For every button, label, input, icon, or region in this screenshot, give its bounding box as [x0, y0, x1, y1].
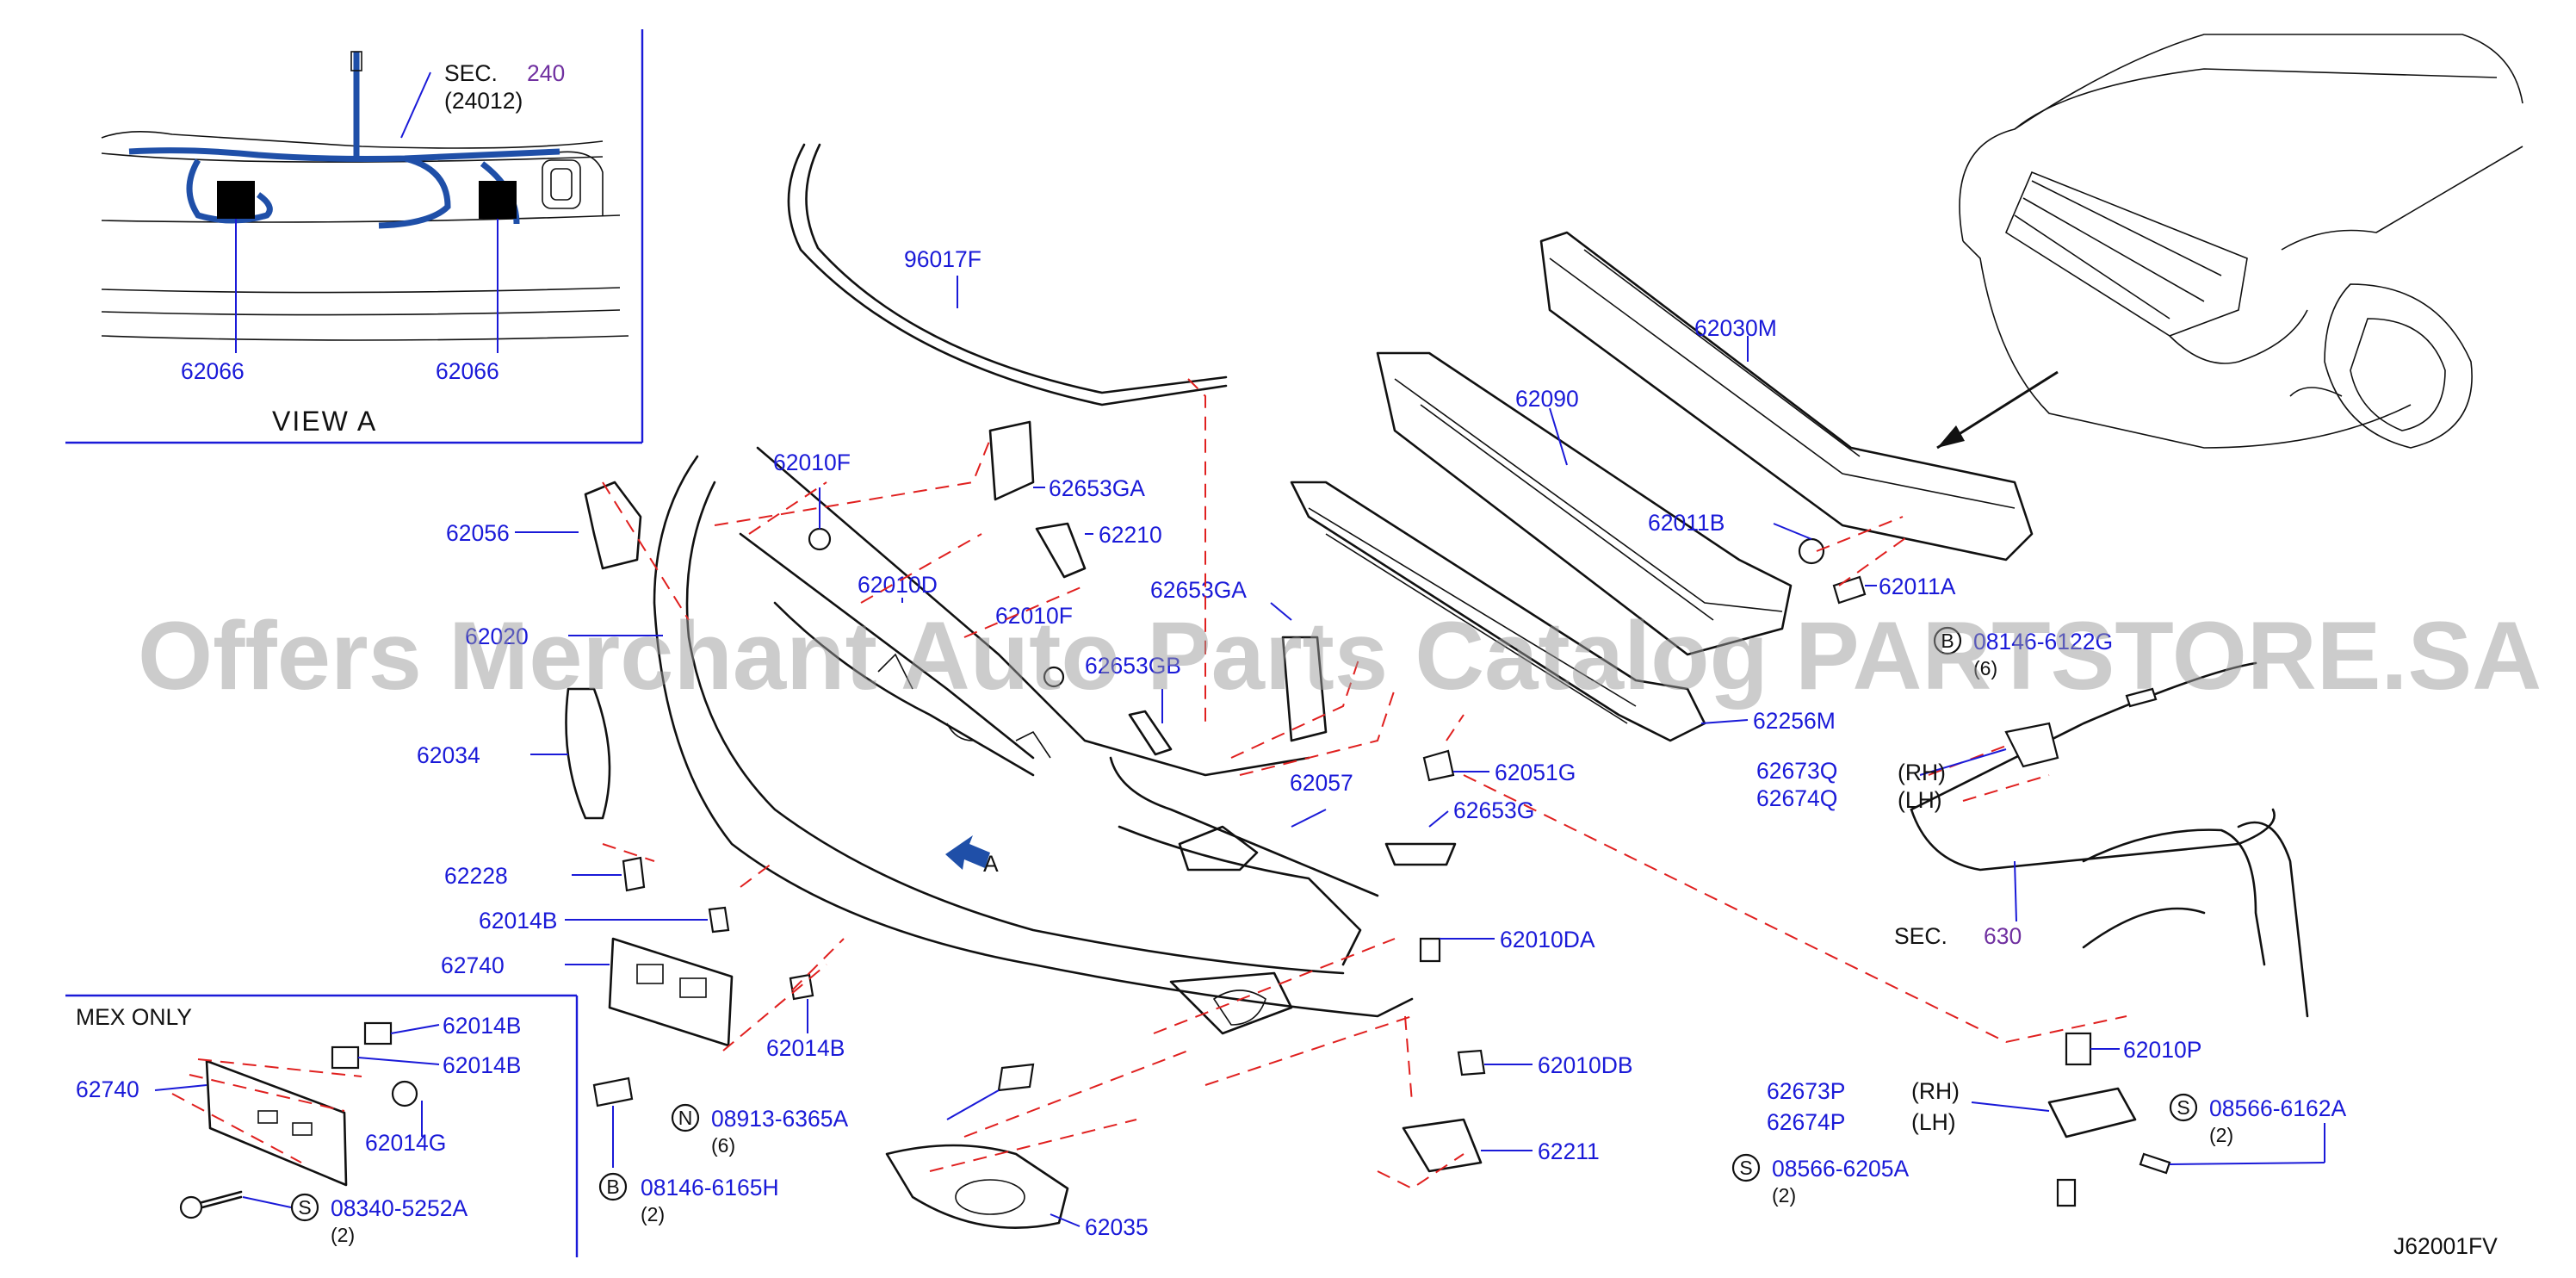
label-62011a: 62011A — [1879, 574, 1956, 599]
label-62673q: 62673Q — [1756, 758, 1837, 784]
mex-bolt-qty: (2) — [331, 1224, 355, 1246]
label-sec630: SEC. — [1894, 923, 1947, 949]
part-bumper-fascia: 62020 A — [465, 446, 1414, 1035]
label-62057: 62057 — [1290, 770, 1353, 796]
label-lh-p: (LH) — [1911, 1109, 1956, 1135]
label-62010p: 62010P — [2123, 1037, 2201, 1063]
part-upper-clips: 62010F 62653GA 62210 62010D 62010F 62653… — [773, 420, 1328, 756]
label-lh-q: (LH) — [1898, 787, 1942, 813]
label-62030m: 62030M — [1694, 315, 1777, 341]
view-a-caption: VIEW A — [272, 406, 377, 437]
label-62056: 62056 — [446, 520, 510, 546]
label-62740: 62740 — [441, 952, 505, 978]
label-62034: 62034 — [417, 742, 480, 768]
label-s-right-code: 08566-6162A — [2209, 1095, 2346, 1121]
label-62010d: 62010D — [858, 572, 938, 598]
mex-bolt-code: 08340-5252A — [331, 1195, 468, 1221]
callout-b-top: B 08146-6122G (6) — [1933, 626, 2113, 679]
label-n-qty: (6) — [711, 1134, 735, 1157]
label-b-bot-qty: (2) — [641, 1203, 665, 1225]
label-96017f: 96017F — [904, 246, 981, 272]
assembly-guides — [602, 378, 2127, 1190]
label-s-right-qty: (2) — [2209, 1124, 2233, 1146]
part-62090: 62090 — [1376, 351, 1793, 656]
label-62014b-2: 62014B — [766, 1035, 845, 1061]
svg-text:B: B — [1941, 630, 1954, 652]
label-rh-p: (RH) — [1911, 1078, 1960, 1104]
label-sec630-num: 630 — [1984, 923, 2022, 949]
label-b-top-qty: (6) — [1973, 657, 1997, 679]
svg-text:B: B — [606, 1176, 619, 1198]
sensor-right — [479, 181, 517, 219]
label-62210: 62210 — [1099, 522, 1162, 548]
label-62653g: 62653G — [1453, 797, 1534, 823]
label-62035: 62035 — [1085, 1214, 1149, 1240]
part-62011: 62011B 62011A — [1648, 510, 1956, 605]
label-62090: 62090 — [1515, 386, 1579, 412]
label-62020: 62020 — [465, 623, 529, 649]
label-62014b: 62014B — [479, 908, 557, 934]
view-a-left-62066: 62066 — [181, 358, 245, 384]
label-62010db: 62010DB — [1538, 1052, 1633, 1078]
mex-62014b-b: 62014B — [443, 1052, 521, 1078]
mex-only-inset: MEX ONLY 62014B 62014B 62740 62014G S 08… — [65, 994, 579, 1257]
view-a-inset: SEC. 240 (24012) 62066 62066 VIEW A — [65, 29, 644, 444]
diagram-id: J62001FV — [2393, 1233, 2498, 1259]
label-62653ga-2: 62653GA — [1150, 577, 1247, 603]
label-62228: 62228 — [444, 863, 508, 889]
label-62674q: 62674Q — [1756, 785, 1837, 811]
part-right-hardware: 62057 62051G 62653G 62010DA 62010DB 6221… — [885, 749, 1633, 1240]
label-62674p: 62674P — [1767, 1109, 1845, 1135]
svg-text:S: S — [2177, 1096, 2189, 1119]
label-62010f-1: 62010F — [773, 450, 851, 475]
label-b-top-code: 08146-6122G — [1973, 629, 2113, 655]
mex-s-letter: S — [298, 1196, 311, 1219]
label-s-left-qty: (2) — [1772, 1184, 1796, 1207]
vehicle-front-outline — [1936, 34, 2523, 450]
label-62011b: 62011B — [1648, 510, 1725, 536]
part-96017f: 96017F — [787, 143, 1228, 406]
view-a-sec-sub: (24012) — [444, 88, 523, 114]
mex-62014g: 62014G — [365, 1130, 446, 1156]
watermark: Offers Merchant Auto Parts Catalog PARTS… — [138, 602, 2542, 710]
mex-heading: MEX ONLY — [76, 1004, 192, 1030]
label-62051g: 62051G — [1495, 760, 1576, 785]
label-62653ga-1: 62653GA — [1049, 475, 1145, 501]
label-62010da: 62010DA — [1500, 927, 1595, 952]
part-fender: (RH) 62673Q 62674Q (LH) SEC. 630 — [1756, 661, 2309, 1018]
label-s-left-code: 08566-6205A — [1772, 1156, 1909, 1182]
label-62673p: 62673P — [1767, 1078, 1845, 1104]
label-62653gb: 62653GB — [1085, 653, 1181, 679]
view-a-sec-num: 240 — [527, 60, 565, 86]
view-a-sec-label: SEC. — [444, 60, 498, 86]
mex-62014b-a: 62014B — [443, 1013, 521, 1039]
part-62256m: 62256M — [1290, 481, 1836, 742]
part-62673p: 62010P 62673P (RH) 62674P (LH) S 08566-6… — [1731, 1032, 2346, 1207]
svg-text:S: S — [1739, 1157, 1752, 1179]
view-a-right-62066: 62066 — [436, 358, 499, 384]
label-b-bot-code: 08146-6165H — [641, 1175, 779, 1200]
part-62030m: 62030M — [1539, 231, 2034, 561]
label-62256m: 62256M — [1753, 708, 1836, 734]
svg-text:N: N — [678, 1107, 693, 1129]
mex-62740: 62740 — [76, 1076, 139, 1102]
label-n-code: 08913-6365A — [711, 1106, 848, 1132]
label-rh-q: (RH) — [1898, 760, 1946, 785]
view-arrow — [945, 835, 990, 870]
label-62211: 62211 — [1538, 1138, 1600, 1164]
sensor-left — [217, 181, 255, 219]
